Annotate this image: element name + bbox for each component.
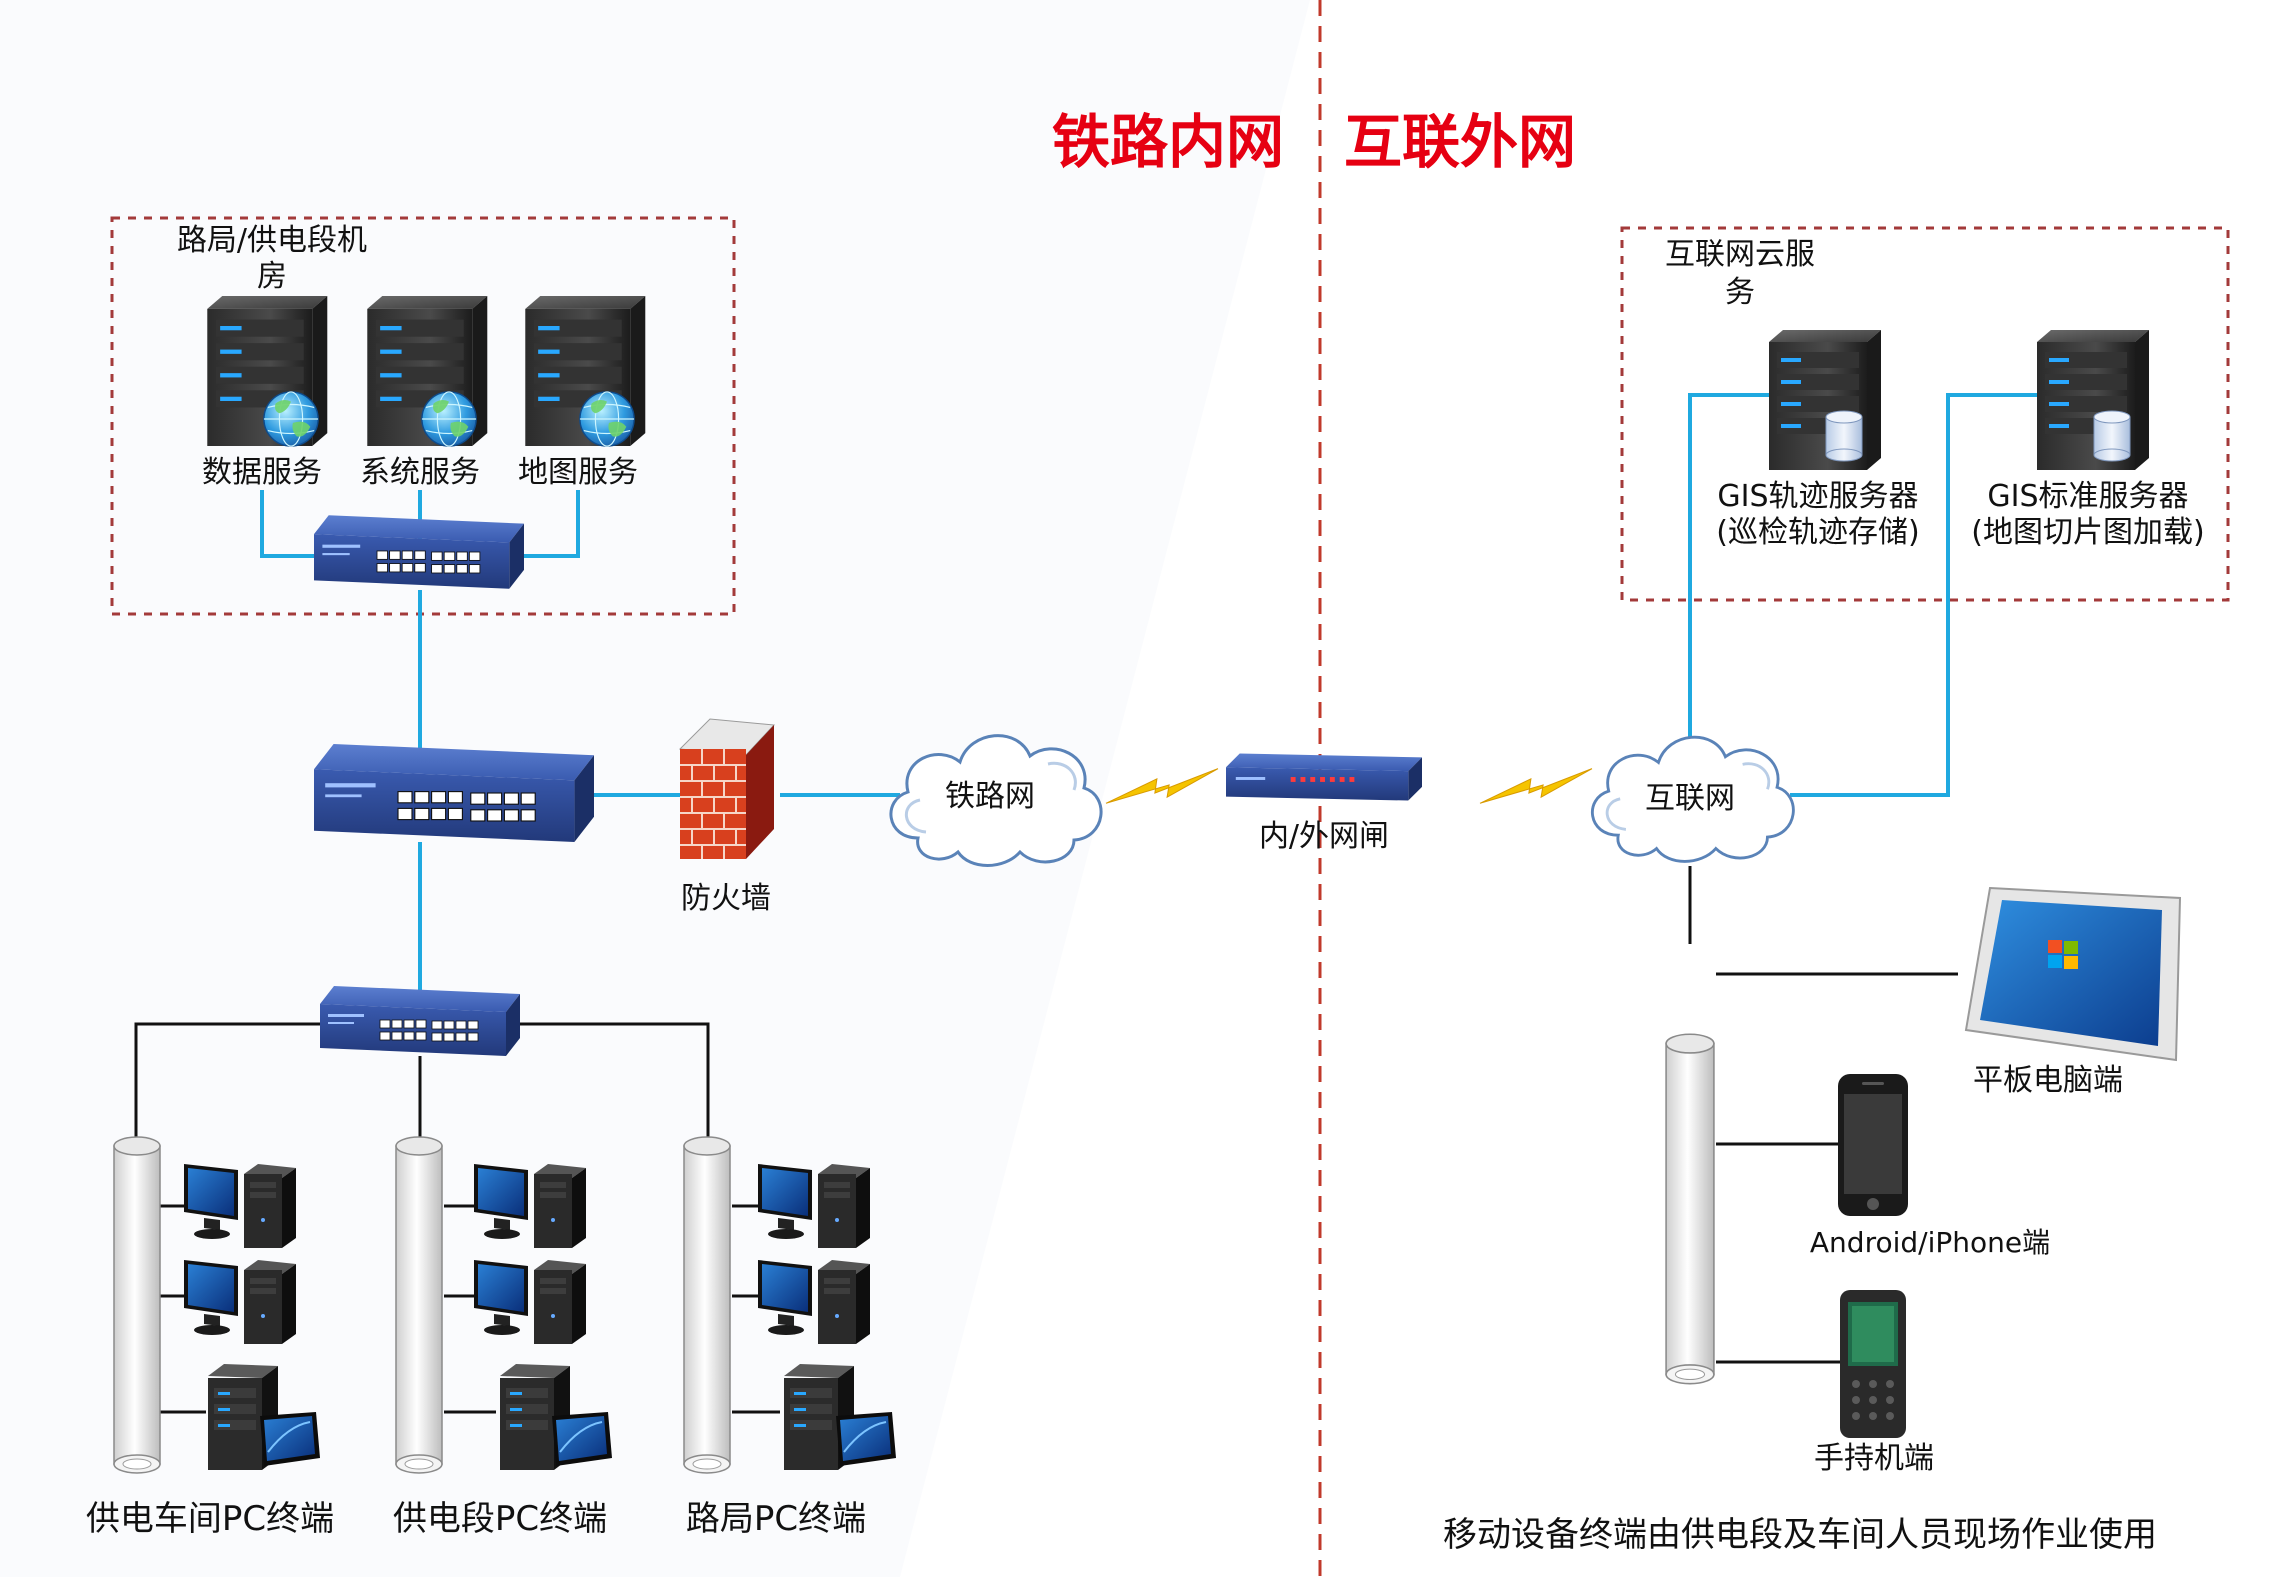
link-map-server (520, 490, 580, 558)
cloud-service-label-line2: 务 (1725, 275, 1755, 310)
machine-room-label-line1: 路局/供电段机 (177, 223, 367, 258)
system-server-globe-icon (421, 391, 477, 447)
bureau-terminal-label: 路局PC终端 (686, 1499, 866, 1539)
section-bus-pipe (395, 1136, 443, 1474)
bus-connector-right (520, 1022, 710, 1140)
data-server-label: 数据服务 (202, 455, 322, 490)
section-terminal-label: 供电段PC终端 (393, 1499, 607, 1539)
map-server-label: 地图服务 (518, 455, 638, 490)
map-server-globe-icon (579, 391, 635, 447)
smartphone-icon (1838, 1074, 1908, 1216)
cloud-service-box (1620, 226, 2230, 602)
core-switch-icon (313, 743, 595, 843)
gis-std-server-sublabel: (地图切片图加载) (1971, 515, 2204, 550)
system-server-label: 系统服务 (360, 455, 480, 490)
internet-label: 互联网 (1645, 781, 1735, 816)
machine-room-switch-icon (313, 514, 525, 590)
data-server-globe-icon (263, 391, 319, 447)
link-gis-std-server (1790, 393, 2048, 797)
gateway-label: 内/外网闸 (1259, 819, 1389, 854)
handheld-terminal-label: 手持机端 (1814, 1441, 1934, 1476)
extranet-title: 互联外网 (1344, 108, 1576, 176)
firewall-label: 防火墙 (681, 881, 771, 916)
tablet-label: 平板电脑端 (1973, 1063, 2123, 1098)
bus-connector-left (134, 1022, 320, 1140)
gis-std-server-icon (2037, 330, 2149, 470)
gis-track-server-sublabel: (巡检轨迹存储) (1716, 515, 1919, 550)
machine-room-box (110, 216, 736, 616)
link-gis-track-server (1688, 393, 1778, 740)
access-switch-icon (319, 985, 521, 1057)
workshop-bus-pipe (113, 1136, 161, 1474)
gis-track-server-label: GIS轨迹服务器 (1717, 479, 1918, 514)
cloud-service-label-line1: 互联网云服 (1665, 237, 1815, 272)
gateway-device-icon (1226, 753, 1422, 801)
machine-room-label-line2: 房 (257, 259, 287, 294)
mobile-usage-footnote: 移动设备终端由供电段及车间人员现场作业使用 (1443, 1515, 2157, 1555)
railway-network-label: 铁路网 (945, 779, 1035, 814)
mobile-bus-pipe (1664, 1033, 1716, 1385)
gis-track-server-icon (1769, 330, 1881, 470)
gis-std-server-label: GIS标准服务器 (1987, 479, 2188, 514)
firewall-icon (678, 717, 776, 861)
gis-track-db-icon (1825, 410, 1863, 462)
link-data-server (260, 490, 318, 558)
handheld-terminal-icon (1840, 1290, 1906, 1438)
intranet-title: 铁路内网 (1052, 108, 1284, 176)
bureau-bus-pipe (683, 1136, 731, 1474)
tablet-icon (1964, 886, 2182, 1062)
gis-std-db-icon (2093, 410, 2131, 462)
smartphone-label: Android/iPhone端 (1810, 1226, 2050, 1259)
workshop-terminal-label: 供电车间PC终端 (86, 1499, 334, 1539)
